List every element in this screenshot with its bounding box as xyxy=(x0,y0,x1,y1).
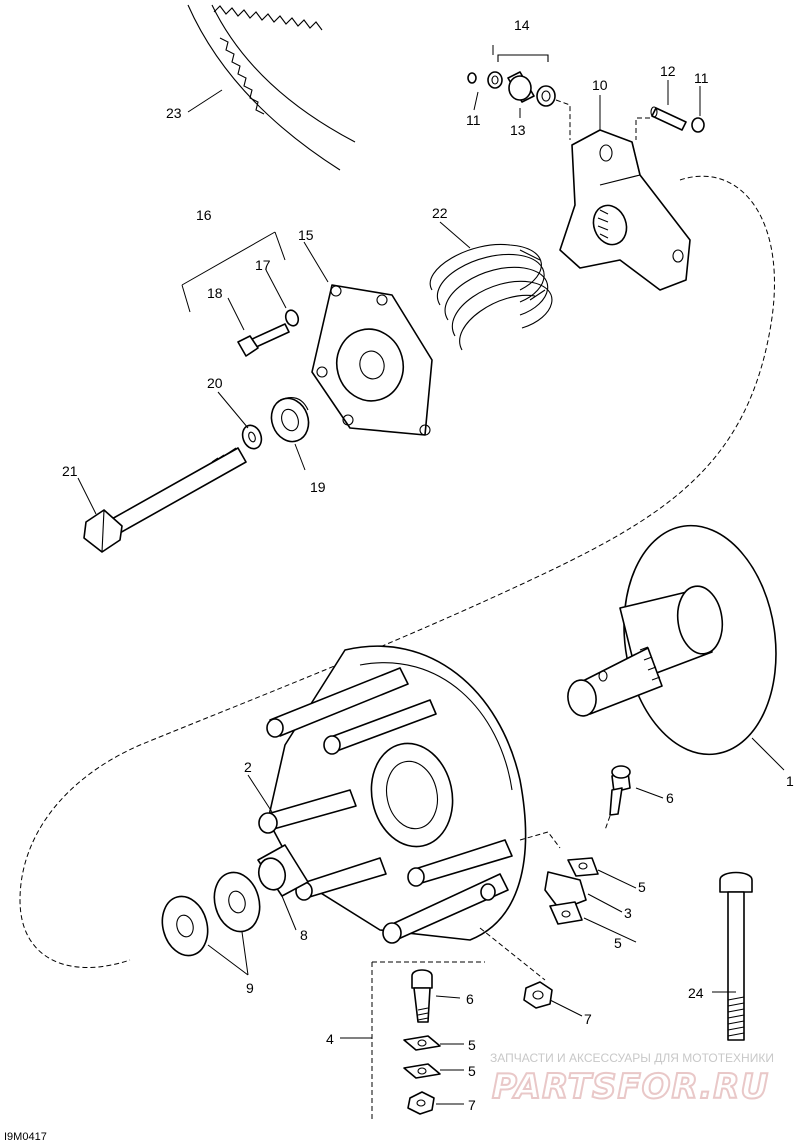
spacer xyxy=(270,397,310,443)
callout-12: 12 xyxy=(660,63,676,79)
compression-spring xyxy=(429,243,553,351)
watermark-logo: PARTSFOR.RU xyxy=(492,1067,769,1107)
callout-23: 23 xyxy=(166,105,182,121)
drawing-code: I9M0417 xyxy=(4,1131,47,1143)
callout-4: 4 xyxy=(326,1031,334,1047)
callout-21: 21 xyxy=(62,463,78,479)
long-bolt xyxy=(719,871,753,1041)
callout-22: 22 xyxy=(432,205,448,221)
callout-2: 2 xyxy=(244,759,252,775)
leader-lines xyxy=(77,45,785,1105)
screw-washer xyxy=(284,309,300,327)
callout-20: 20 xyxy=(207,375,223,391)
roller-kit xyxy=(467,54,556,107)
lock-nut xyxy=(523,981,553,1009)
callout-labels: 23 14 13 11 10 12 11 22 16 15 17 18 20 1… xyxy=(4,17,794,1143)
callout-24: 24 xyxy=(688,985,704,1001)
pulley-bolt xyxy=(83,447,247,553)
sub-kit xyxy=(371,961,485,1122)
callout-13: 13 xyxy=(510,122,526,138)
spider-arm xyxy=(559,129,691,291)
roller-pin xyxy=(650,106,705,133)
callout-11-left: 11 xyxy=(466,112,481,128)
callout-5-kit-b: 5 xyxy=(468,1063,476,1079)
callout-7-lower: 7 xyxy=(468,1097,476,1113)
callout-5-kit-a: 5 xyxy=(468,1037,476,1053)
callout-10: 10 xyxy=(592,77,608,93)
callout-3: 3 xyxy=(624,905,632,921)
callout-8: 8 xyxy=(300,927,308,943)
callout-18: 18 xyxy=(207,285,223,301)
assembly-dashed-outline xyxy=(19,175,775,968)
callout-19: 19 xyxy=(310,479,326,495)
drive-belt xyxy=(187,4,356,171)
bushing xyxy=(257,844,309,897)
roller-screw xyxy=(609,765,631,816)
callout-9: 9 xyxy=(246,980,254,996)
watermark-caption: ЗАПЧАСТИ И АКСЕССУАРЫ ДЛЯ МОТОТЕХНИКИ xyxy=(490,1051,774,1065)
callout-11-right: 11 xyxy=(694,70,709,86)
watermark: ЗАПЧАСТИ И АКСЕССУАРЫ ДЛЯ МОТОТЕХНИКИ PA… xyxy=(490,1051,774,1108)
callout-5-upper: 5 xyxy=(638,879,646,895)
callout-6-lower: 6 xyxy=(466,991,474,1007)
callout-14: 14 xyxy=(514,17,530,33)
callout-16: 16 xyxy=(196,207,212,223)
governor-cup xyxy=(311,284,433,436)
shim-washers xyxy=(161,871,261,957)
callout-6-upper: 6 xyxy=(666,790,674,806)
lock-washer xyxy=(241,424,263,450)
callout-17: 17 xyxy=(255,257,271,273)
callout-5-middle: 5 xyxy=(614,935,622,951)
cup-screw xyxy=(237,323,290,357)
fixed-sheave xyxy=(567,524,777,756)
callout-15: 15 xyxy=(298,227,314,243)
callout-7-upper: 7 xyxy=(584,1011,592,1027)
movable-sheave xyxy=(258,645,527,944)
ramp-and-shims xyxy=(544,857,599,925)
callout-1: 1 xyxy=(786,773,794,789)
